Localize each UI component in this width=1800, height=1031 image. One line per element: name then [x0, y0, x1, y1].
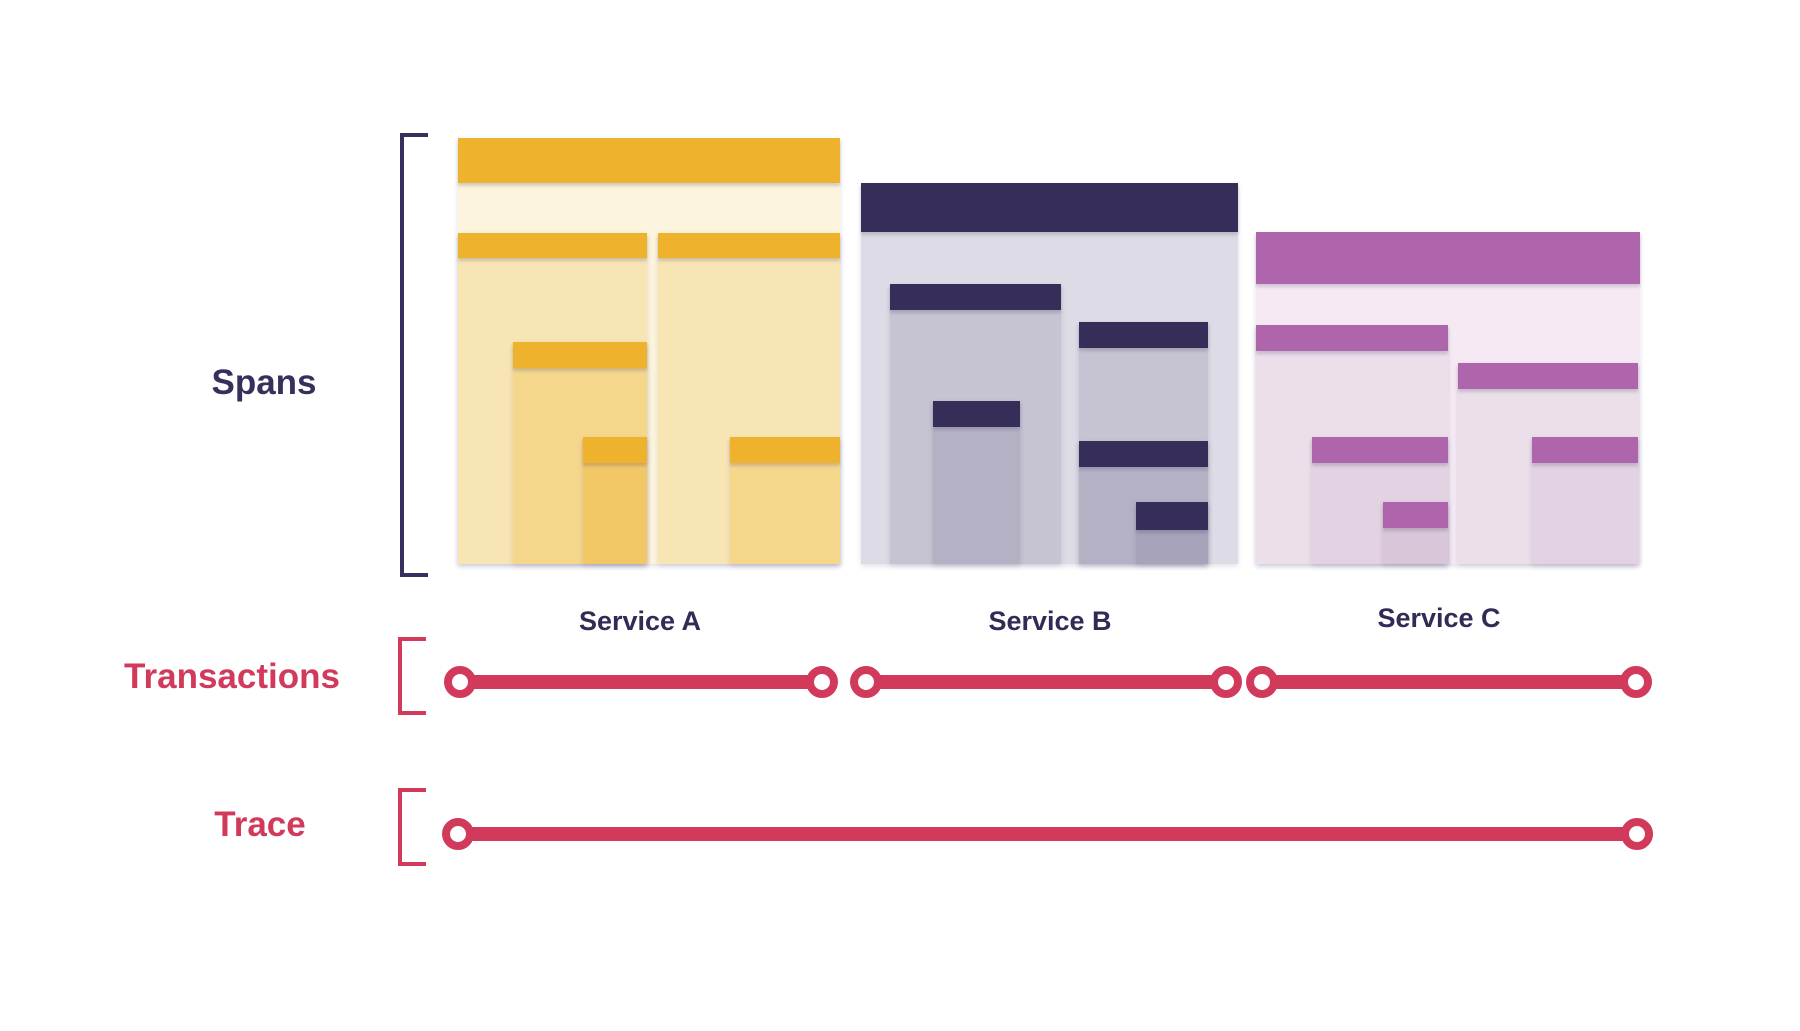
- span-header-a-1: [458, 233, 647, 258]
- span-header-c-0: [1256, 232, 1640, 284]
- span-block-c-4: [1532, 437, 1638, 564]
- span-block-b-5: [1136, 502, 1208, 564]
- span-header-a-2: [658, 233, 840, 258]
- span-header-b-2: [1079, 322, 1208, 348]
- transactions-bracket: [398, 637, 426, 715]
- transaction-endpoint-circle-2-1: [1620, 666, 1652, 698]
- span-header-c-2: [1458, 363, 1638, 389]
- transaction-endpoint-circle-1-0: [850, 666, 882, 698]
- span-header-c-1: [1256, 325, 1448, 351]
- transaction-line-1: [866, 675, 1226, 689]
- trace-endpoint-circle-0-1: [1621, 818, 1653, 850]
- transaction-endpoint-circle-0-1: [806, 666, 838, 698]
- span-block-a-5: [730, 437, 840, 564]
- trace-line-0: [458, 827, 1637, 841]
- span-header-a-4: [583, 437, 647, 463]
- span-header-c-5: [1383, 502, 1448, 528]
- service-label-c: Service C: [1377, 603, 1501, 633]
- span-block-a-4: [583, 437, 647, 564]
- transaction-line-2: [1262, 675, 1636, 689]
- span-header-b-3: [933, 401, 1020, 427]
- service-label-b: Service B: [988, 606, 1112, 636]
- transaction-endpoint-circle-0-0: [444, 666, 476, 698]
- span-header-b-5: [1136, 502, 1208, 530]
- span-header-b-0: [861, 183, 1238, 232]
- transaction-endpoint-circle-1-1: [1210, 666, 1242, 698]
- span-header-a-3: [513, 342, 647, 368]
- span-header-b-4: [1079, 441, 1208, 467]
- spans-label: Spans: [211, 363, 317, 402]
- spans-bracket: [400, 133, 428, 577]
- trace-bracket: [398, 788, 426, 866]
- transaction-line-0: [460, 675, 822, 689]
- span-header-b-1: [890, 284, 1061, 310]
- span-header-c-3: [1312, 437, 1448, 463]
- span-header-c-4: [1532, 437, 1638, 463]
- trace-label: Trace: [214, 805, 306, 844]
- transaction-endpoint-circle-2-0: [1246, 666, 1278, 698]
- span-block-c-5: [1383, 502, 1448, 564]
- service-label-a: Service A: [578, 606, 702, 636]
- trace-endpoint-circle-0-0: [442, 818, 474, 850]
- span-block-b-3: [933, 401, 1020, 564]
- transactions-label: Transactions: [124, 657, 340, 696]
- span-header-a-0: [458, 138, 840, 183]
- span-header-a-5: [730, 437, 840, 463]
